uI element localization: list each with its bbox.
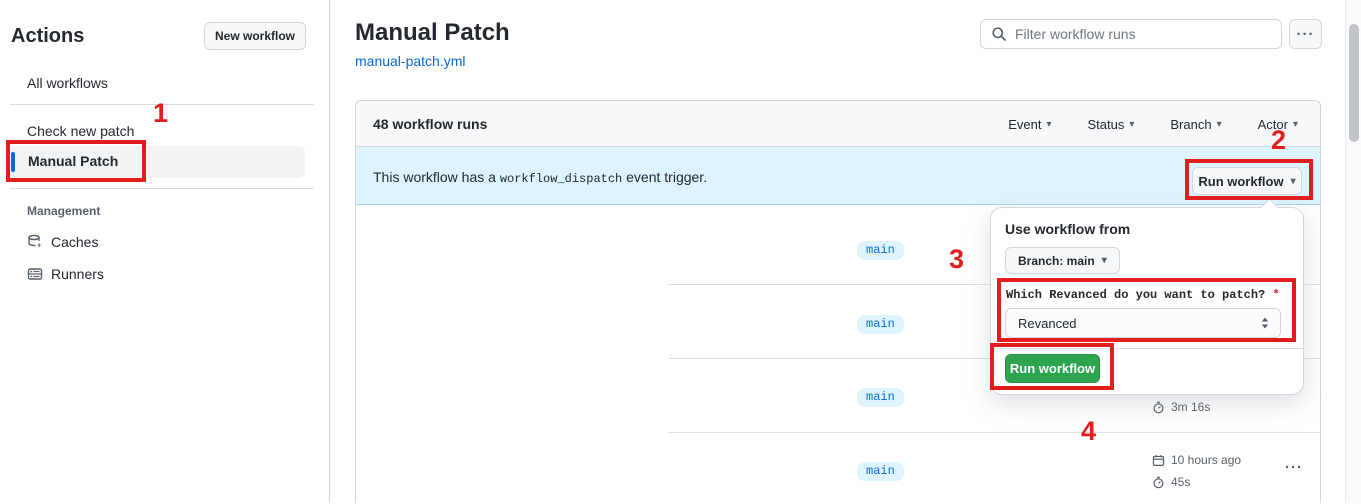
more-options-button[interactable]: ··· [1289, 19, 1322, 49]
run-duration: 45s [1152, 475, 1190, 489]
workflow-run-row[interactable]: main 10 hours ago 45s ··· [356, 432, 1320, 504]
revanced-select[interactable]: Revanced [1005, 308, 1281, 338]
runs-header: 48 workflow runs Event▾ Status▾ Branch▾ … [356, 101, 1320, 147]
page-title: Manual Patch [355, 19, 510, 46]
branch-badge[interactable]: main [857, 388, 904, 407]
runs-filters: Event▾ Status▾ Branch▾ Actor▾ [1008, 101, 1298, 147]
sidebar-title: Actions [11, 25, 85, 47]
sidebar-item-manual-patch[interactable] [11, 146, 305, 178]
workflow-run-row[interactable]: main [356, 205, 1320, 284]
banner-text: This workflow has a workflow_dispatch ev… [373, 169, 708, 186]
workflow-dispatch-code: workflow_dispatch [499, 172, 623, 186]
kebab-icon: ··· [1296, 25, 1315, 43]
runners-icon [27, 266, 43, 282]
filter-actor[interactable]: Actor▾ [1257, 116, 1298, 132]
new-workflow-button[interactable]: New workflow [204, 22, 306, 50]
chevron-down-icon: ▾ [1216, 118, 1222, 130]
filter-branch[interactable]: Branch▾ [1170, 116, 1222, 132]
sidebar-item-caches[interactable]: Caches [27, 234, 98, 250]
chevron-down-icon: ▾ [1129, 118, 1135, 130]
branch-badge[interactable]: main [857, 462, 904, 481]
stopwatch-icon [1152, 401, 1165, 414]
sidebar-item-runners-label: Runners [51, 266, 104, 282]
select-caret-icon [1260, 316, 1270, 330]
sidebar-divider [10, 104, 314, 105]
cache-database-icon [27, 234, 43, 250]
sidebar-item-check-new-patch[interactable]: Check new patch [27, 123, 135, 139]
branch-badge[interactable]: main [857, 241, 904, 260]
search-input[interactable] [1015, 26, 1271, 42]
run-timestamp: 10 hours ago [1152, 453, 1241, 467]
sidebar-item-runners[interactable]: Runners [27, 266, 104, 282]
filter-status[interactable]: Status▾ [1087, 116, 1135, 132]
calendar-icon [1152, 454, 1165, 467]
sidebar-item-manual-patch-label: Manual Patch [28, 153, 119, 169]
workflow-runs-panel: 48 workflow runs Event▾ Status▾ Branch▾ … [355, 100, 1321, 503]
panel-divider [991, 348, 1303, 349]
revanced-select-value: Revanced [1018, 315, 1077, 331]
search-icon [991, 26, 1007, 42]
chevron-down-icon: ▾ [1292, 118, 1298, 130]
run-workflow-submit-button[interactable]: Run workflow [1005, 354, 1100, 383]
workflow-input-label: Which Revanced do you want to patch? * [1006, 288, 1280, 302]
panel-title: Use workflow from [1005, 221, 1131, 237]
workflow-file-link[interactable]: manual-patch.yml [355, 53, 466, 69]
actions-sidebar: Actions New workflow All workflows Check… [0, 0, 330, 503]
scrollbar-thumb[interactable] [1349, 24, 1359, 142]
sidebar-item-all-workflows[interactable]: All workflows [27, 75, 108, 91]
row-divider [668, 432, 1320, 433]
sidebar-divider [10, 188, 314, 189]
scrollbar-track[interactable] [1345, 0, 1361, 503]
branch-badge[interactable]: main [857, 315, 904, 334]
branch-select-button[interactable]: Branch: main▾ [1005, 247, 1120, 274]
runs-count: 48 workflow runs [373, 115, 488, 132]
required-asterisk: * [1272, 288, 1280, 302]
row-options-button[interactable]: ··· [1285, 459, 1303, 476]
filter-runs-search[interactable] [980, 19, 1282, 49]
selected-indicator-bar [11, 152, 15, 172]
chevron-down-icon: ▾ [1290, 175, 1296, 187]
chevron-down-icon: ▾ [1046, 118, 1052, 130]
management-section-label: Management [27, 204, 101, 218]
run-workflow-dropdown-button[interactable]: Run workflow▾ [1192, 167, 1302, 195]
run-duration: 3m 16s [1152, 400, 1210, 414]
filter-event[interactable]: Event▾ [1008, 116, 1052, 132]
sidebar-item-caches-label: Caches [51, 234, 99, 250]
workflow-dispatch-banner: This workflow has a workflow_dispatch ev… [356, 147, 1320, 205]
stopwatch-icon [1152, 476, 1165, 489]
run-workflow-panel: Use workflow from Branch: main▾ Which Re… [990, 198, 1304, 395]
chevron-down-icon: ▾ [1101, 255, 1107, 266]
